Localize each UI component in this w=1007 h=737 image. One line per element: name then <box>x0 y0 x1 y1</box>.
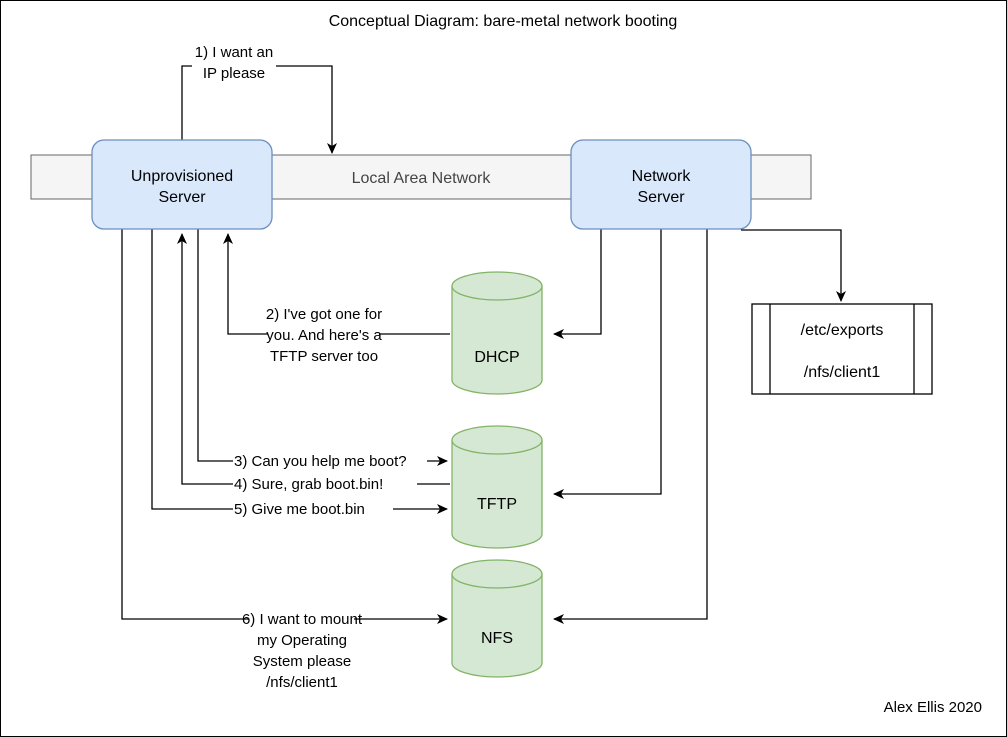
edge-network-tftp <box>553 229 662 499</box>
edge-step3-a <box>197 229 233 462</box>
step-2-line-1: 2) I've got one for <box>266 306 382 323</box>
exports-label-1: /etc/exports <box>801 322 884 339</box>
step-2-line-3: TFTP server too <box>270 348 378 365</box>
edge-step1-b <box>276 65 337 154</box>
step-1-line-2: IP please <box>203 65 265 82</box>
network-server-box <box>570 139 752 230</box>
dhcp-cylinder-top <box>451 271 543 301</box>
tftp-cylinder-body <box>451 440 543 549</box>
step-6-label: 6) I want to mount my Operating System p… <box>242 611 363 691</box>
dhcp-label: DHCP <box>474 349 519 366</box>
edge-step2-b <box>223 233 268 335</box>
step-4-label: 4) Sure, grab boot.bin! <box>234 476 383 493</box>
unprovisioned-server-box <box>91 139 273 230</box>
step-2-label: 2) I've got one for you. And here's a TF… <box>266 306 383 365</box>
lan-label: Local Area Network <box>352 170 492 187</box>
tftp-cylinder-top <box>451 425 543 455</box>
step-3-label: 3) Can you help me boot? <box>234 453 407 470</box>
step-6-line-1: 6) I want to mount <box>242 611 363 628</box>
network-server-label-1: Network <box>632 168 692 185</box>
edge-network-nfs <box>553 229 708 624</box>
step-1-line-1: 1) I want an <box>195 44 273 61</box>
edge-network-exports <box>741 229 846 302</box>
edge-step5-a <box>151 229 233 510</box>
exports-box <box>751 303 933 395</box>
node-network-server: Network Server <box>570 139 752 230</box>
step-6-line-4: /nfs/client1 <box>266 674 338 691</box>
unprovisioned-server-label-1: Unprovisioned <box>131 168 233 185</box>
edge-step1-a <box>181 65 192 140</box>
nfs-cylinder-top <box>451 559 543 589</box>
connectors <box>121 65 846 624</box>
edge-step4-b <box>177 233 233 485</box>
step-1-label: 1) I want an IP please <box>195 44 273 82</box>
dhcp-cylinder-body <box>451 286 543 395</box>
node-nfs: NFS <box>451 559 543 678</box>
edge-step6-a <box>121 229 249 620</box>
author-credit: Alex Ellis 2020 <box>884 699 982 716</box>
diagram-title: Conceptual Diagram: bare-metal network b… <box>329 13 678 30</box>
step-5-label: 5) Give me boot.bin <box>234 501 365 518</box>
node-unprovisioned-server: Unprovisioned Server <box>91 139 273 230</box>
step-6-line-2: my Operating <box>257 632 347 649</box>
step-2-line-2: you. And here's a <box>266 327 382 344</box>
node-dhcp: DHCP <box>451 271 543 395</box>
unprovisioned-server-label-2: Server <box>158 189 206 206</box>
nfs-label: NFS <box>481 630 513 647</box>
tftp-label: TFTP <box>477 496 517 513</box>
network-server-label-2: Server <box>637 189 685 206</box>
nfs-cylinder-body <box>451 574 543 678</box>
exports-label-2: /nfs/client1 <box>804 364 881 381</box>
node-exports: /etc/exports /nfs/client1 <box>751 303 933 395</box>
step-6-line-3: System please <box>253 653 351 670</box>
node-tftp: TFTP <box>451 425 543 549</box>
edge-network-dhcp <box>553 229 602 339</box>
